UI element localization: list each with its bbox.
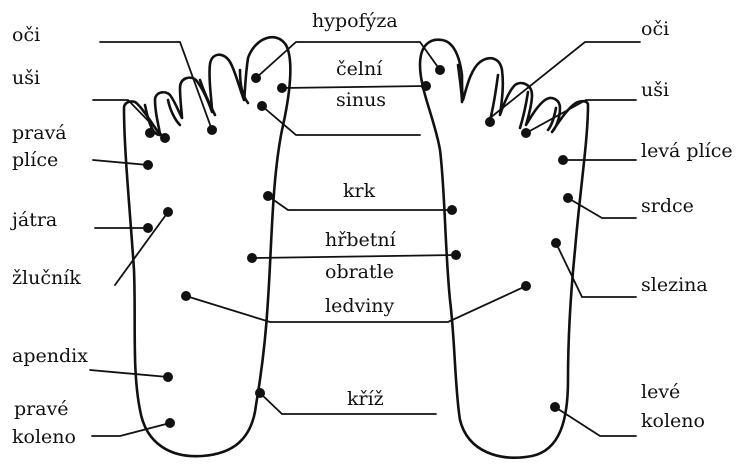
point-ears-left-2	[160, 133, 170, 143]
label-left-knee-2: koleno	[641, 410, 705, 432]
label-heart: srdce	[641, 195, 694, 217]
leader-right-lung	[93, 160, 148, 165]
left-toe-crease-3	[200, 80, 215, 115]
label-left-knee-1: levé	[641, 381, 680, 403]
point-pituitary-left	[251, 73, 261, 83]
label-left-lung: levá plíce	[641, 140, 733, 162]
point-spine-left	[247, 253, 257, 263]
point-pituitary-right	[435, 65, 445, 75]
label-neck: krk	[343, 180, 376, 202]
label-pituitary: hypofýza	[312, 10, 398, 32]
point-sinus-lower-left	[257, 101, 267, 111]
point-eyes-right	[485, 117, 495, 127]
leader-gallbladder	[115, 212, 168, 285]
point-ears-right	[521, 128, 531, 138]
leader-spleen	[556, 243, 636, 297]
point-right-lung	[143, 160, 153, 170]
label-appendix: apendix	[12, 345, 88, 367]
label-spleen: slezina	[641, 274, 708, 296]
label-spine-1: hřbetní	[325, 229, 397, 251]
point-sacrum-left	[255, 388, 265, 398]
point-frontal-sinus-right	[421, 81, 431, 91]
leader-spine	[252, 255, 456, 258]
leader-left-knee	[555, 407, 636, 436]
label-eyes-right: oči	[641, 18, 669, 40]
point-eyes-left	[207, 125, 217, 135]
point-spine-right	[451, 250, 461, 260]
point-appendix	[163, 372, 173, 382]
point-right-knee	[165, 418, 175, 428]
label-frontal-sinus-1: čelní	[336, 58, 383, 80]
point-left-knee	[550, 402, 560, 412]
point-left-lung	[558, 155, 568, 165]
leader-eyes-right	[490, 42, 640, 118]
point-liver	[143, 223, 153, 233]
label-sacrum: kříž	[347, 388, 384, 410]
label-eyes-left: oči	[12, 24, 40, 46]
label-right-lung-2: plíce	[12, 149, 58, 171]
label-liver: játra	[10, 209, 57, 231]
point-spleen	[551, 238, 561, 248]
label-spine-2: obratle	[325, 261, 394, 283]
point-kidney-right	[521, 281, 531, 291]
point-ears-left-1	[145, 128, 155, 138]
label-kidneys: ledviny	[325, 295, 395, 317]
point-frontal-sinus-left	[277, 83, 287, 93]
point-gallbladder	[163, 207, 173, 217]
label-right-knee-2: koleno	[12, 426, 76, 448]
leader-right-knee	[92, 423, 170, 436]
label-ears-left: uši	[12, 67, 40, 89]
label-right-lung-1: pravá	[12, 122, 67, 144]
point-kidney-left	[181, 291, 191, 301]
label-gallbladder: žlučník	[12, 267, 81, 289]
leader-frontal-sinus	[282, 86, 426, 88]
leader-appendix	[90, 370, 168, 377]
point-neck-right	[447, 205, 457, 215]
point-neck-left	[263, 191, 273, 201]
leader-ears-right	[528, 100, 636, 132]
right-foot-outline	[420, 40, 588, 458]
label-ears-right: uši	[641, 79, 669, 101]
label-right-knee-1: pravé	[14, 398, 69, 420]
point-heart	[563, 193, 573, 203]
label-frontal-sinus-2: sinus	[336, 89, 386, 111]
